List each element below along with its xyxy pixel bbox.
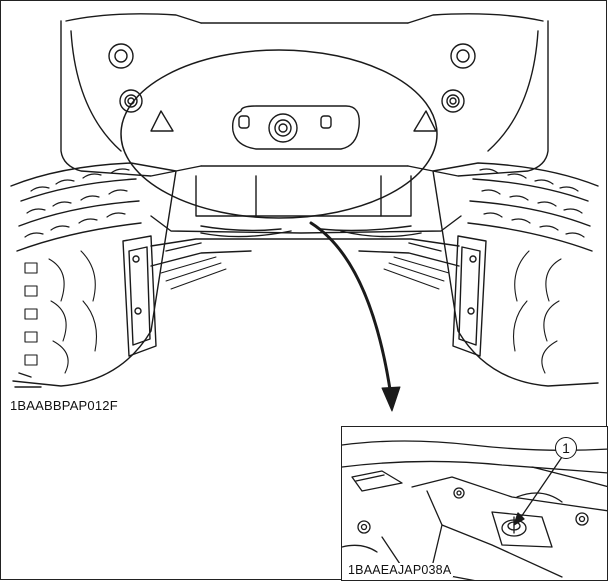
detail-inset-illustration [342, 440, 607, 580]
left-track [10, 162, 177, 388]
excavator-rear-illustration [10, 13, 599, 412]
detail-magnifier-ellipse [120, 49, 438, 219]
figure-code-inset: 1BAAEAJAP038A [346, 563, 454, 577]
undercarriage-frame [122, 215, 487, 357]
right-track [432, 162, 599, 387]
figure-code-main: 1BAABBPAP012F [10, 398, 118, 413]
rear-body [60, 13, 549, 232]
detail-inset: 1 1BAAEAJAP038A [341, 426, 608, 581]
pointer-arrow [309, 221, 401, 412]
callout-circle: 1 [555, 437, 577, 459]
